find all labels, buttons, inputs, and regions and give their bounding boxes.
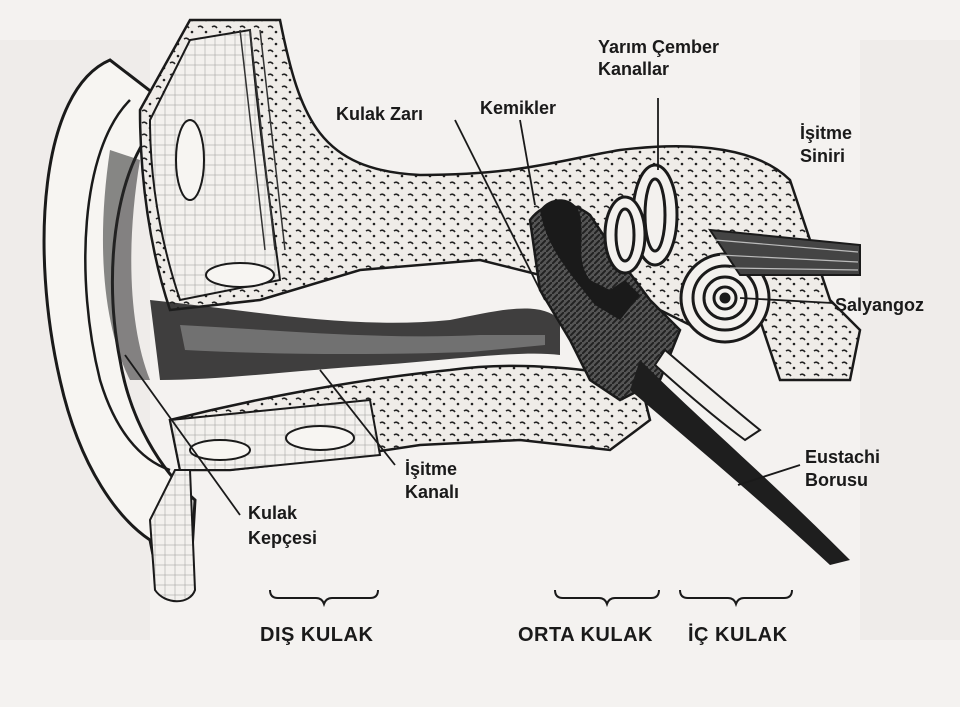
- section-inner-ear: İÇ KULAK: [688, 624, 788, 647]
- label-eustachian-line1: Eustachi: [805, 446, 880, 468]
- section-braces: [270, 590, 792, 604]
- label-ear-canal-line2: Kanalı: [405, 481, 459, 503]
- label-semicircular-canals-line1: Yarım Çember: [598, 36, 719, 58]
- label-ossicles: Kemikler: [480, 97, 556, 119]
- label-pinna-line1: Kulak: [248, 502, 297, 524]
- upper-cavity-2: [206, 263, 274, 287]
- label-pinna-line2: Kepçesi: [248, 527, 317, 549]
- label-eustachian-line2: Borusu: [805, 469, 868, 491]
- section-middle-ear: ORTA KULAK: [518, 624, 653, 647]
- lower-cavity-2: [286, 426, 354, 450]
- upper-cavity-1: [176, 120, 204, 200]
- label-semicircular-canals-line2: Kanallar: [598, 58, 669, 80]
- label-cochlea: Salyangoz: [835, 294, 924, 316]
- label-eardrum: Kulak Zarı: [336, 103, 423, 125]
- label-auditory-nerve-line2: Siniri: [800, 145, 845, 167]
- label-ear-canal-line1: İşitme: [405, 458, 457, 480]
- label-auditory-nerve-line1: İşitme: [800, 122, 852, 144]
- section-outer-ear: DIŞ KULAK: [260, 624, 373, 647]
